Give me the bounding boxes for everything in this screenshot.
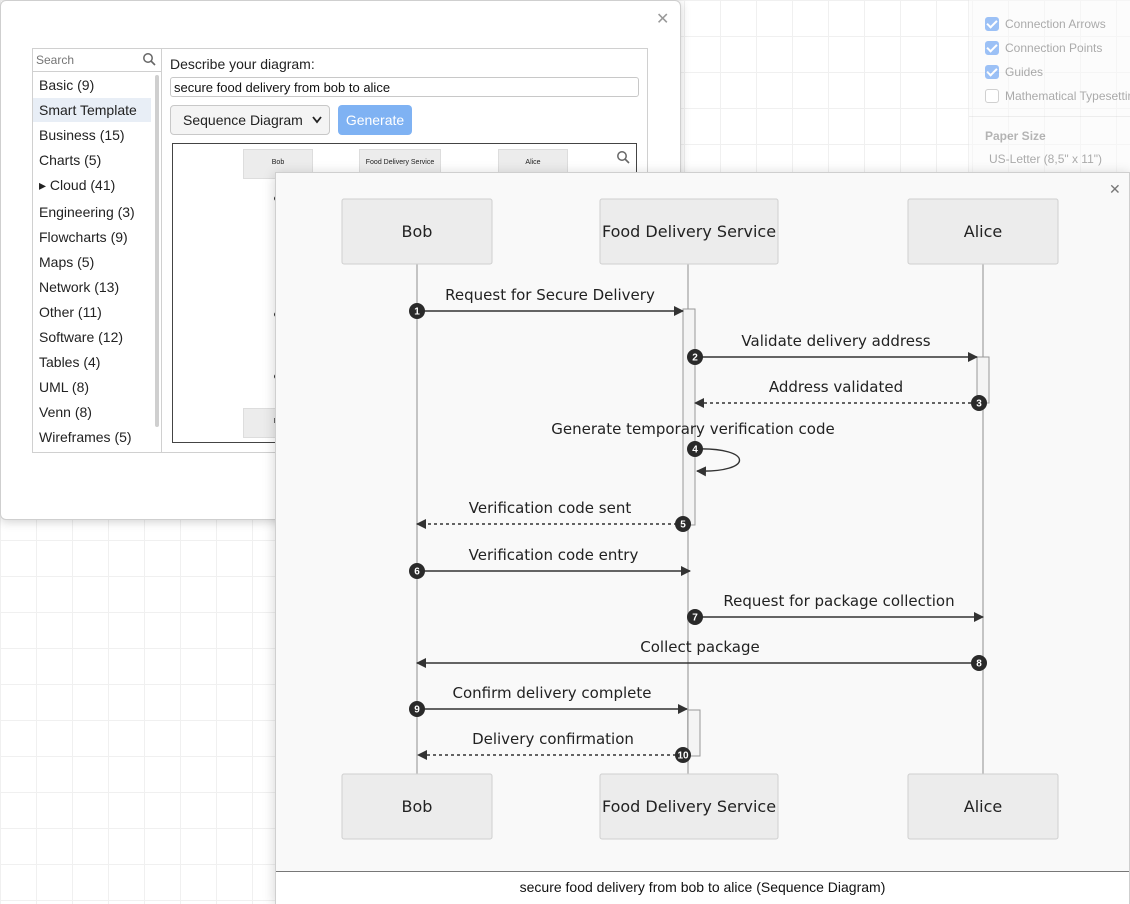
option-label: Connection Points (1005, 41, 1102, 55)
close-icon[interactable]: ✕ (656, 12, 669, 28)
option-math-typesetting[interactable]: Mathematical Typesetting (985, 89, 1130, 103)
message-label: Generate temporary verification code (551, 420, 834, 438)
option-label: Mathematical Typesetting (1005, 89, 1130, 103)
sequence-number: 1 (414, 307, 420, 318)
checkbox-icon[interactable] (985, 65, 999, 79)
category-list: Basic (9)Smart TemplateBusiness (15)Char… (32, 48, 162, 453)
divider (969, 116, 1130, 117)
search-input[interactable] (33, 49, 138, 71)
category-item[interactable]: Wireframes (5) (33, 425, 151, 449)
category-item[interactable]: Maps (5) (33, 250, 151, 274)
checkbox-icon[interactable] (985, 89, 999, 103)
sequence-diagram: BobFood Delivery ServiceAliceBobFood Del… (276, 173, 1129, 871)
diagram-type-value: Sequence Diagram (183, 112, 303, 128)
category-item[interactable]: Engineering (3) (33, 200, 151, 224)
option-label: Guides (1005, 65, 1043, 79)
participant-label: Bob (402, 797, 433, 816)
participant-label: Alice (964, 222, 1002, 241)
sequence-number: 7 (692, 613, 698, 624)
message-label: Validate delivery address (741, 332, 930, 350)
message-label: Request for package collection (723, 592, 954, 610)
zoom-icon[interactable] (616, 150, 630, 169)
message-label: Delivery confirmation (472, 730, 634, 748)
activation-bar (688, 710, 700, 756)
message-label: Confirm delivery complete (453, 684, 652, 702)
paper-size-select[interactable]: US-Letter (8,5" x 11") (983, 148, 1123, 170)
chevron-down-icon (311, 106, 323, 144)
option-guides[interactable]: Guides (985, 65, 1043, 79)
category-item[interactable]: Software (12) (33, 325, 151, 349)
generate-button[interactable]: Generate (338, 105, 412, 135)
category-item[interactable]: UML (8) (33, 375, 151, 399)
message-label: Request for Secure Delivery (445, 286, 655, 304)
category-search (33, 49, 161, 72)
sequence-number: 8 (976, 659, 982, 670)
caption-bar: secure food delivery from bob to alice (… (276, 871, 1129, 904)
message-label: Address validated (769, 378, 903, 396)
category-item[interactable]: ▸ Cloud (41) (33, 173, 151, 197)
option-connection-points[interactable]: Connection Points (985, 41, 1102, 55)
sequence-number: 3 (976, 399, 982, 410)
message-label: Verification code sent (469, 499, 632, 517)
sequence-preview-window: BobFood Delivery ServiceAliceBobFood Del… (275, 172, 1130, 904)
category-item[interactable]: Charts (5) (33, 148, 151, 172)
category-item[interactable]: Other (11) (33, 300, 151, 324)
search-icon[interactable] (142, 52, 156, 71)
close-icon[interactable]: ✕ (1109, 181, 1121, 197)
participant-label: Food Delivery Service (602, 797, 776, 816)
category-item[interactable]: Flowcharts (9) (33, 225, 151, 249)
message-label: Verification code entry (469, 546, 639, 564)
describe-label: Describe your diagram: (170, 56, 315, 72)
participant-label: Bob (402, 222, 433, 241)
sequence-number: 6 (414, 567, 420, 578)
sequence-number: 4 (692, 445, 698, 456)
category-item[interactable]: Smart Template (33, 98, 151, 122)
scrollbar[interactable] (155, 75, 159, 427)
checkbox-icon[interactable] (985, 41, 999, 55)
checkbox-icon[interactable] (985, 17, 999, 31)
paper-size-heading: Paper Size (985, 129, 1046, 143)
category-item[interactable]: Venn (8) (33, 400, 151, 424)
diagram-type-select[interactable]: Sequence Diagram (170, 105, 330, 135)
participant-label: Food Delivery Service (602, 222, 776, 241)
sequence-number: 2 (692, 353, 698, 364)
category-item[interactable]: Network (13) (33, 275, 151, 299)
category-item[interactable]: Business (15) (33, 123, 151, 147)
sequence-number: 9 (414, 705, 420, 716)
participant-label: Alice (964, 797, 1002, 816)
message-label: Collect package (640, 638, 759, 656)
sequence-number: 10 (677, 751, 689, 762)
preview-caption: secure food delivery from bob to alice (… (276, 879, 1129, 895)
sequence-number: 5 (680, 520, 686, 531)
option-connection-arrows[interactable]: Connection Arrows (985, 17, 1106, 31)
option-label: Connection Arrows (1005, 17, 1106, 31)
category-item[interactable]: Basic (9) (33, 73, 151, 97)
describe-input[interactable] (170, 77, 639, 97)
category-item[interactable]: Tables (4) (33, 350, 151, 374)
activation-bar (683, 309, 695, 525)
